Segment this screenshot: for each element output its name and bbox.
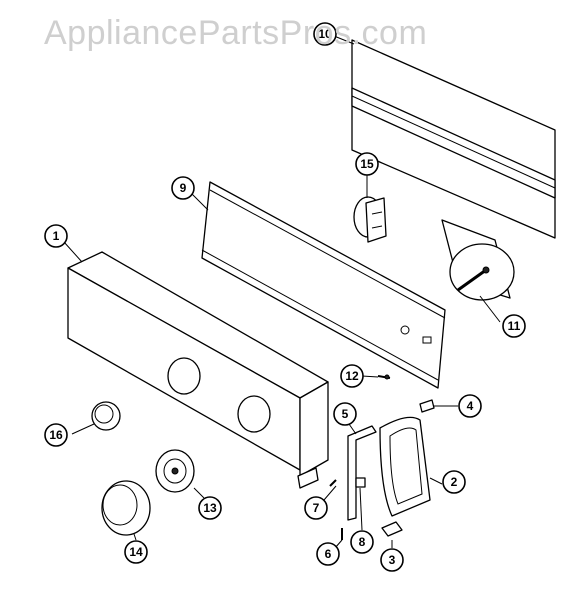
part-10-rear-panel bbox=[351, 39, 556, 239]
part-7-screw bbox=[329, 479, 337, 487]
part-16-knob bbox=[91, 401, 121, 431]
leader-lines bbox=[63, 35, 501, 549]
callout-9: 9 bbox=[171, 176, 195, 200]
svg-text:6: 6 bbox=[325, 547, 332, 561]
part-14-knob bbox=[101, 480, 151, 536]
callout-13: 13 bbox=[198, 496, 222, 520]
svg-text:4: 4 bbox=[467, 399, 474, 413]
part-3-foot bbox=[381, 521, 403, 537]
svg-text:9: 9 bbox=[180, 181, 187, 195]
part-13-dial bbox=[155, 449, 195, 493]
callout-2: 2 bbox=[442, 470, 466, 494]
part-5-lever bbox=[347, 425, 377, 521]
svg-text:11: 11 bbox=[508, 319, 521, 333]
callout-12: 12 bbox=[340, 364, 364, 388]
svg-text:16: 16 bbox=[49, 428, 63, 442]
svg-text:8: 8 bbox=[359, 535, 366, 549]
svg-text:10: 10 bbox=[318, 27, 332, 41]
svg-text:3: 3 bbox=[389, 553, 396, 567]
callout-7: 7 bbox=[304, 496, 328, 520]
callout-8: 8 bbox=[350, 530, 374, 554]
svg-text:12: 12 bbox=[345, 369, 359, 383]
part-4-clip bbox=[419, 399, 435, 413]
callout-5: 5 bbox=[333, 402, 357, 426]
svg-text:2: 2 bbox=[451, 475, 458, 489]
callout-16: 16 bbox=[44, 423, 68, 447]
svg-text:15: 15 bbox=[360, 157, 374, 171]
part-1-console bbox=[67, 251, 329, 489]
part-8-plate bbox=[355, 477, 366, 488]
svg-text:14: 14 bbox=[129, 545, 143, 559]
svg-text:13: 13 bbox=[203, 501, 217, 515]
callout-14: 14 bbox=[124, 540, 148, 564]
part-2-endcap bbox=[379, 416, 431, 517]
callout-3: 3 bbox=[380, 548, 404, 572]
callout-6: 6 bbox=[316, 542, 340, 566]
part-15-bracket bbox=[353, 196, 387, 243]
svg-text:5: 5 bbox=[342, 407, 349, 421]
part-9-panel bbox=[201, 181, 446, 389]
part-11-timer bbox=[441, 219, 515, 301]
callout-4: 4 bbox=[458, 394, 482, 418]
callout-11: 11 bbox=[502, 314, 526, 338]
svg-text:1: 1 bbox=[53, 229, 60, 243]
svg-text:7: 7 bbox=[313, 501, 320, 515]
callout-10: 10 bbox=[313, 22, 337, 46]
part-12-screw bbox=[377, 374, 391, 380]
callout-1: 1 bbox=[44, 224, 68, 248]
callout-15: 15 bbox=[355, 152, 379, 176]
